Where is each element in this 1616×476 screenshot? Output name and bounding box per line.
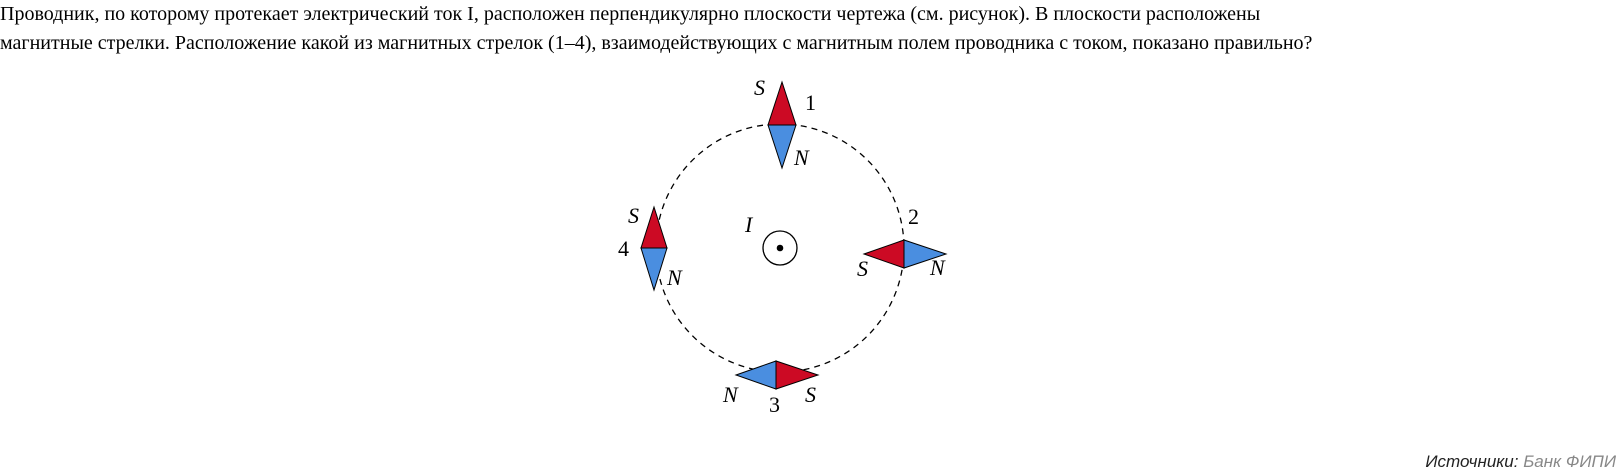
conductor-dot <box>776 244 784 252</box>
needle-3-number: 3 <box>769 392 780 417</box>
needle-3-north-pole <box>734 360 777 390</box>
needle-1-south-label: S <box>754 75 765 100</box>
source-label: Источники: <box>1425 452 1519 471</box>
current-label: I <box>744 212 754 237</box>
source-attribution: Источники: Банк ФИПИ <box>1425 452 1616 472</box>
needle-4-number: 4 <box>618 236 629 261</box>
needle-4-north-pole <box>640 247 668 292</box>
needle-3: N S 3 <box>722 360 820 417</box>
question-line-2: магнитные стрелки. Расположение какой из… <box>0 32 1313 54</box>
needle-1-number: 1 <box>805 90 816 115</box>
needle-2-number: 2 <box>908 204 919 229</box>
needle-2-north-pole <box>903 239 948 269</box>
question-line-1: Проводник, по которому протекает электри… <box>0 3 1261 25</box>
field-diagram: I S N 1 S N 2 N S 3 S <box>618 75 948 417</box>
needle-1-north-pole <box>767 124 797 170</box>
needle-4-north-label: N <box>666 265 683 290</box>
needle-4: S N 4 <box>618 203 683 292</box>
source-link[interactable]: Банк ФИПИ <box>1523 452 1616 471</box>
needle-3-north-label: N <box>722 382 739 407</box>
needle-2-south-label: S <box>857 256 868 281</box>
needle-1-south-pole <box>767 80 797 126</box>
figure: I S N 1 S N 2 N S 3 S <box>600 70 1000 440</box>
needle-1-north-label: N <box>793 145 810 170</box>
needle-2-south-pole <box>862 239 905 269</box>
question-text: Проводник, по которому протекает электри… <box>0 0 1616 58</box>
needle-3-south-label: S <box>805 382 816 407</box>
needle-3-south-pole <box>775 360 820 390</box>
needle-4-south-label: S <box>628 203 639 228</box>
needle-1: S N 1 <box>754 75 816 170</box>
needle-2-north-label: N <box>929 255 946 280</box>
needle-2: S N 2 <box>857 204 948 281</box>
needle-4-south-pole <box>640 205 668 249</box>
